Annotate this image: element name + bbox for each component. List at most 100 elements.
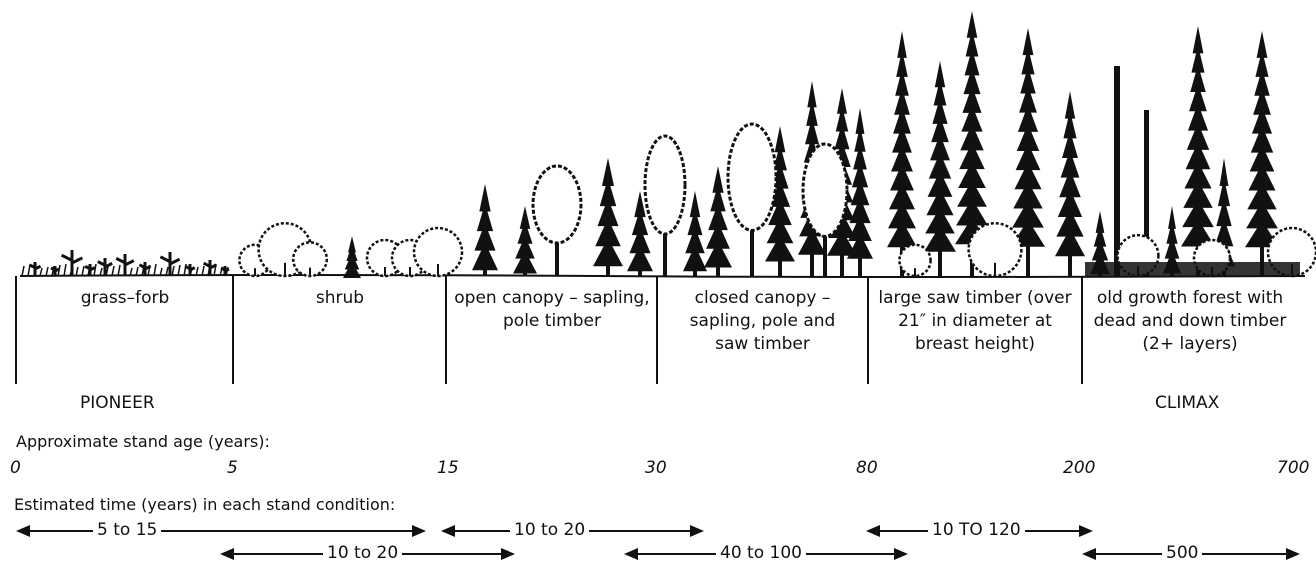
- conifer-tree: [593, 158, 623, 267]
- tree-trunk: [1260, 231, 1264, 276]
- stage-label-old-growth: old growth forest with dead and down tim…: [1093, 288, 1287, 354]
- shrub-stem: [437, 264, 439, 276]
- grass-blade: [165, 266, 169, 277]
- tree-trunk: [823, 216, 827, 276]
- grass-blade: [75, 266, 79, 277]
- tree-trunk: [1026, 231, 1030, 276]
- grass-blade: [105, 266, 109, 277]
- grass-blade: [117, 264, 121, 277]
- conifer-tree: [704, 166, 732, 268]
- conifer-tree: [887, 31, 917, 248]
- grass-blade: [81, 265, 85, 277]
- forb: [159, 252, 181, 276]
- conifer-tree: [955, 11, 989, 245]
- grass-blade: [189, 267, 193, 277]
- duration-label-old-growth: 500: [1162, 543, 1203, 563]
- tree-trunk: [1068, 242, 1072, 276]
- arrow-shrub: [501, 548, 515, 560]
- duration-label-closed-canopy: 40 to 100: [716, 543, 806, 563]
- conifer-tree: [627, 191, 653, 272]
- arrow-old-growth: [1286, 548, 1300, 560]
- grass-blade: [87, 264, 91, 277]
- grass-blade: [45, 266, 49, 277]
- shrub: [898, 243, 932, 278]
- conifer-tree: [472, 184, 498, 271]
- arrow-shrub: [220, 548, 234, 560]
- tree-trunk: [606, 254, 610, 276]
- grass-blade: [51, 265, 55, 277]
- tree-trunk: [638, 260, 642, 276]
- down-timber: [1085, 262, 1300, 276]
- tree-trunk: [663, 213, 667, 276]
- grass-blade: [201, 265, 205, 277]
- grass-blade: [183, 263, 187, 277]
- shrub-stem: [284, 262, 286, 276]
- conifer-tree: [847, 108, 873, 259]
- grass-blade: [207, 264, 211, 277]
- divider-1: [232, 276, 234, 384]
- broadleaf-crown: [531, 164, 583, 245]
- stage-label-large-saw-timber: large saw timber (over 21″ in diameter a…: [878, 288, 1072, 354]
- tree-trunk: [778, 249, 782, 276]
- grass-blade: [69, 267, 73, 277]
- stage-label-shrub: shrub: [315, 288, 365, 308]
- duration-label-open-canopy: 10 to 20: [510, 520, 590, 540]
- arrow-old-growth: [1082, 548, 1096, 560]
- grass-blade: [159, 267, 163, 277]
- grass-blade: [225, 266, 229, 277]
- age-heading: Approximate stand age (years):: [16, 432, 270, 451]
- stage-label-closed-canopy: closed canopy – sapling, pole and saw ti…: [689, 288, 836, 354]
- stage-label-open-canopy: open canopy – sapling, pole timber: [454, 288, 650, 331]
- duration-label-grass-forb: 5 to 15: [93, 520, 162, 540]
- age-tick-5: 5: [227, 458, 238, 478]
- divider-5: [1081, 276, 1083, 384]
- snag: [1144, 110, 1149, 276]
- tree-silhouettes: [21, 11, 1316, 278]
- climax-label: CLIMAX: [1155, 393, 1220, 413]
- conifer-tree: [1213, 158, 1235, 267]
- conifer-tree: [513, 206, 537, 274]
- arrow-grass-forb: [16, 525, 30, 537]
- arrow-closed-canopy: [624, 548, 638, 560]
- age-tick-200: 200: [1063, 458, 1096, 478]
- conifer-tree: [765, 126, 795, 262]
- forb: [97, 258, 113, 276]
- age-tick-80: 80: [856, 458, 878, 478]
- grass-blade: [153, 263, 157, 277]
- duration-label-shrub: 10 to 20: [323, 543, 403, 563]
- duration-arrows: [16, 525, 1300, 560]
- grass-blade: [57, 264, 61, 277]
- grass-blade: [141, 265, 145, 277]
- grass-blade: [27, 264, 31, 277]
- stage-label-grass-forb: grass–forb: [80, 288, 170, 308]
- tree-trunk: [840, 242, 844, 276]
- conifer-tree: [1245, 31, 1279, 248]
- conifer-tree: [683, 191, 707, 272]
- arrow-large-saw-timber: [866, 525, 880, 537]
- duration-heading: Estimated time (years) in each stand con…: [14, 495, 396, 514]
- arrow-open-canopy: [690, 525, 704, 537]
- tree-trunk: [523, 263, 527, 276]
- arrow-closed-canopy: [894, 548, 908, 560]
- tree-trunk: [938, 237, 942, 276]
- shrub-stem: [309, 267, 311, 276]
- shrub-stem: [914, 268, 916, 276]
- pioneer-label: PIONEER: [80, 393, 155, 413]
- grass-blade: [171, 265, 175, 277]
- grass-blade: [135, 266, 139, 277]
- age-tick-15: 15: [437, 458, 459, 478]
- tree-trunk: [750, 207, 754, 276]
- divider-4: [867, 276, 869, 384]
- grass-blade: [219, 267, 223, 277]
- tree-trunk: [716, 256, 720, 276]
- divider-2: [445, 276, 447, 384]
- broadleaf-crown: [643, 134, 687, 236]
- shrub-stem: [254, 268, 256, 276]
- grass-blade: [177, 264, 181, 277]
- arrow-grass-forb: [412, 525, 426, 537]
- age-tick-700: 700: [1277, 458, 1310, 478]
- duration-label-large-saw-timber: 10 TO 120: [928, 520, 1025, 540]
- grass-blade: [39, 267, 43, 277]
- grass-blade: [93, 263, 97, 277]
